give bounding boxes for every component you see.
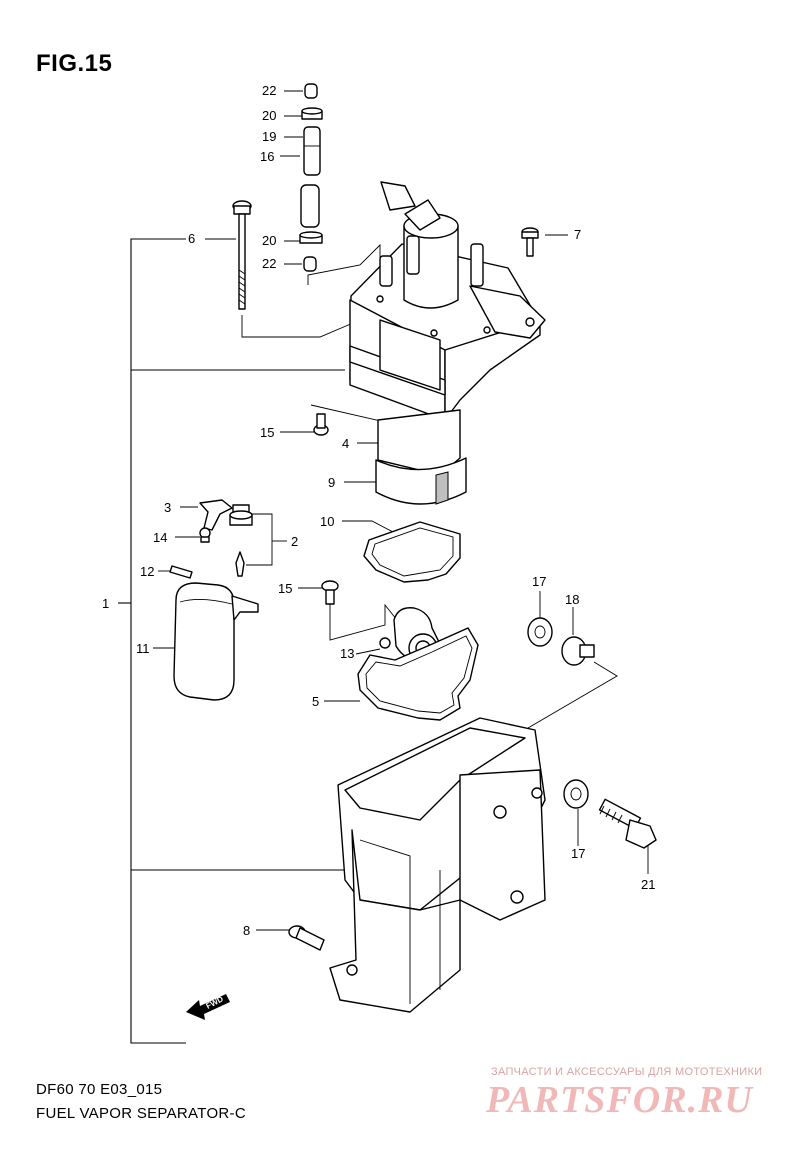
callout-label: 13 [340, 646, 354, 661]
callout-label: 12 [140, 564, 154, 579]
callout-label: 10 [320, 514, 334, 529]
bolt-21-set [563, 779, 657, 849]
callout-label: 22 [262, 83, 276, 98]
callout-label: 2 [291, 534, 298, 549]
grommets [527, 617, 595, 666]
watermark-caption: ЗАПЧАСТИ И АКСЕССУАРЫ ДЛЯ МОТОТЕХНИКИ [491, 1066, 763, 1078]
figure-name: FUEL VAPOR SEPARATOR-C [36, 1105, 246, 1122]
screw-15-upper [313, 413, 329, 436]
callout-label: 16 [260, 149, 274, 164]
callout-label: 6 [188, 231, 195, 246]
callout-labels: 22 20 19 16 6 20 22 7 15 4 9 3 2 14 10 1… [102, 83, 655, 938]
callout-label: 7 [574, 227, 581, 242]
callout-label: 1 [102, 596, 109, 611]
callout-label: 21 [641, 877, 655, 892]
callout-label: 9 [328, 475, 335, 490]
forward-arrow-icon: FWD [186, 994, 230, 1020]
callout-label: 3 [164, 500, 171, 515]
screw-8 [288, 925, 325, 951]
screw-15-lower [321, 580, 339, 605]
callout-label: 18 [565, 592, 579, 607]
figure-title: FIG.15 [36, 50, 113, 77]
callout-label: 15 [278, 581, 292, 596]
callout-label: 14 [153, 530, 167, 545]
gasket-5 [357, 627, 479, 721]
callout-label: 15 [260, 425, 274, 440]
needle-valve-set [169, 499, 253, 579]
callout-label: 20 [262, 108, 276, 123]
watermark-logo: PARTSFOR.RU [486, 1079, 753, 1121]
callout-label: 5 [312, 694, 319, 709]
callout-label: 8 [243, 923, 250, 938]
assembly-bracket [118, 238, 352, 1044]
callout-label: 20 [262, 233, 276, 248]
callout-label: 11 [136, 641, 150, 656]
callout-label: 4 [342, 436, 349, 451]
callout-label: 22 [262, 256, 276, 271]
separator-bracket [329, 717, 546, 1013]
long-bolt [232, 200, 252, 310]
gasket-10 [363, 521, 461, 583]
callout-label: 19 [262, 129, 276, 144]
vapor-separator-body [349, 181, 546, 421]
screw-7 [521, 227, 539, 257]
callout-label: 17 [532, 574, 546, 589]
hose-stack [299, 83, 323, 272]
figure-code: DF60 70 E03_015 [36, 1081, 163, 1098]
callout-label: 17 [571, 846, 585, 861]
float [173, 582, 259, 701]
float-chamber [375, 409, 467, 505]
